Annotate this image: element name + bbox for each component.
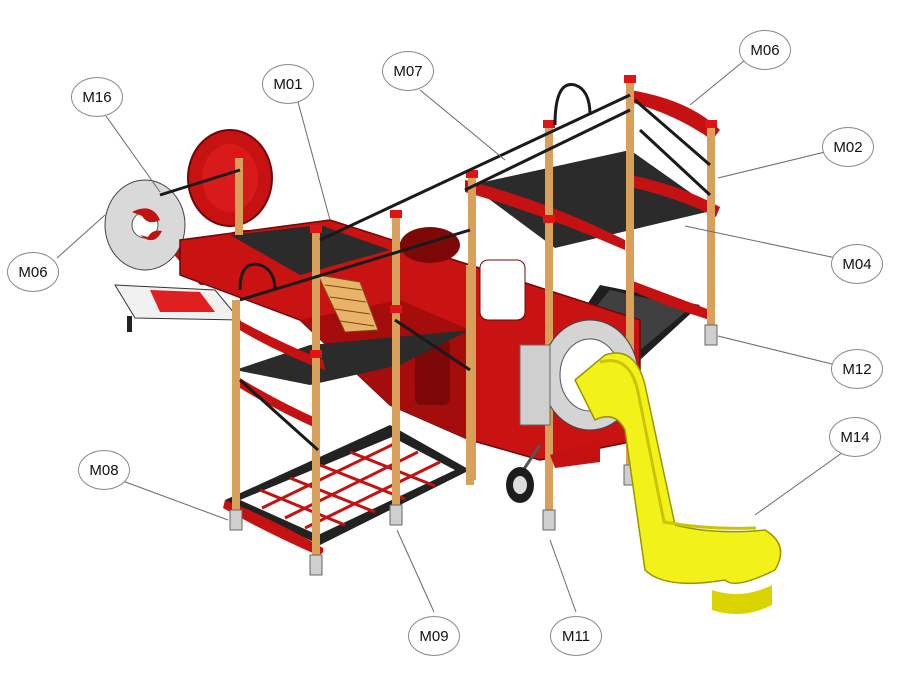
wheel — [506, 444, 542, 503]
handrails — [159, 83, 712, 452]
posts — [229, 75, 718, 576]
callout-m12: M12 — [831, 349, 883, 389]
callout-m02: M02 — [822, 127, 874, 167]
stair-ramp — [317, 274, 379, 333]
callout-m16: M16 — [71, 77, 123, 117]
leader-lines — [56, 59, 854, 613]
rudder — [187, 129, 273, 227]
rear-disc — [104, 179, 186, 271]
callout-m08: M08 — [78, 450, 130, 490]
slide — [574, 352, 782, 614]
callout-m01: M01 — [262, 64, 314, 104]
callout-m04: M04 — [831, 244, 883, 284]
callout-m14: M14 — [829, 417, 881, 457]
callout-m07: M07 — [382, 51, 434, 91]
decks — [230, 150, 715, 385]
callout-m06-left: M06 — [7, 252, 59, 292]
callout-m11: M11 — [550, 616, 602, 656]
callout-m06-top: M06 — [739, 30, 791, 70]
lower-wings — [223, 280, 710, 555]
callout-m09: M09 — [408, 616, 460, 656]
